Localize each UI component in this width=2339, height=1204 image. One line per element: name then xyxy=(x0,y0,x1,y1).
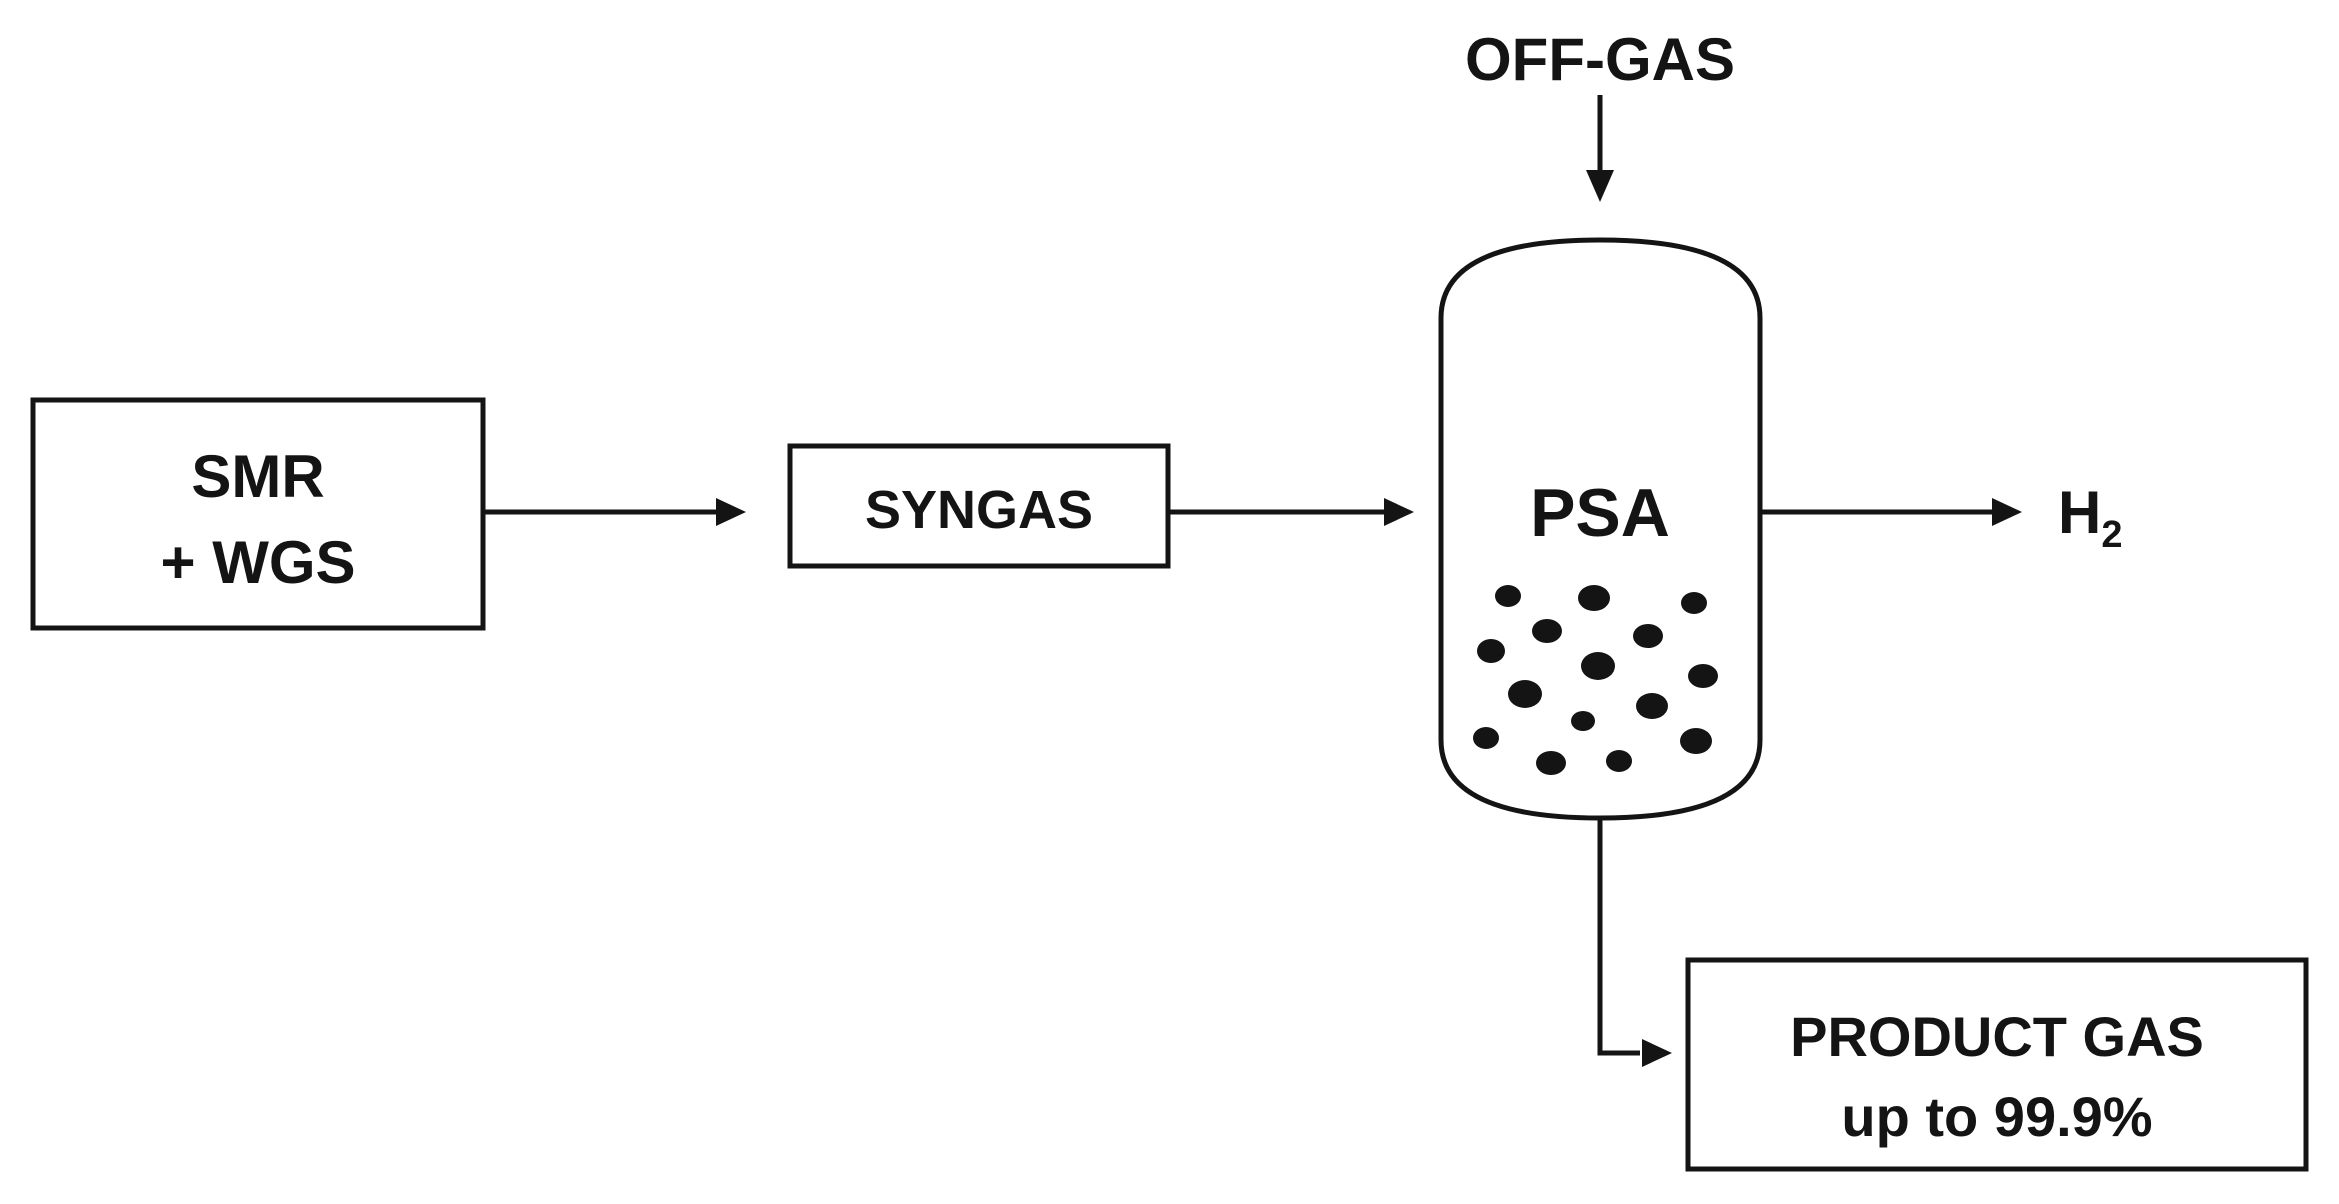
adsorbent-particle xyxy=(1536,751,1566,775)
smr-label: SMR xyxy=(191,443,324,510)
product-purity-label: up to 99.9% xyxy=(1841,1085,2152,1148)
adsorbent-particle xyxy=(1477,639,1505,663)
adsorbent-particle xyxy=(1473,727,1499,749)
adsorbent-particle xyxy=(1532,619,1562,643)
product-gas-stream xyxy=(1597,818,1672,1067)
h2-symbol: H xyxy=(2058,479,2101,546)
smr-wgs-box: SMR + WGS xyxy=(30,397,486,631)
off-gas-arrow-head xyxy=(1586,170,1614,202)
arrow-syngas-to-psa xyxy=(1168,498,1414,526)
syngas-label: SYNGAS xyxy=(865,480,1093,540)
adsorbent-particle xyxy=(1636,693,1668,719)
adsorbent-particle xyxy=(1571,711,1595,731)
adsorbent-particle xyxy=(1581,652,1615,680)
psa-vessel: PSA xyxy=(1438,237,1763,821)
syngas-box: SYNGAS xyxy=(787,443,1171,569)
product-gas-box-outline xyxy=(1685,957,2309,1172)
adsorbent-particle xyxy=(1508,680,1542,708)
product-gas-box: PRODUCT GAS up to 99.9% xyxy=(1685,957,2309,1172)
h2-label: H2 xyxy=(2058,479,2122,556)
adsorbent-particle xyxy=(1680,728,1712,754)
h2-arrow-head xyxy=(1992,498,2022,526)
off-gas-label: OFF-GAS xyxy=(1465,26,1735,93)
adsorbent-particle xyxy=(1578,585,1610,611)
arrow-smr-to-syngas xyxy=(483,498,746,526)
adsorbent-particle xyxy=(1633,624,1663,648)
adsorbent-particle xyxy=(1495,585,1521,607)
smr-wgs-box-outline xyxy=(30,397,486,631)
adsorbent-particle xyxy=(1681,592,1707,614)
off-gas-stream: OFF-GAS xyxy=(1465,26,1735,202)
product-gas-line xyxy=(1597,818,1640,1056)
product-gas-label: PRODUCT GAS xyxy=(1790,1005,2204,1068)
product-gas-arrow-head xyxy=(1642,1039,1672,1067)
adsorbent-bed xyxy=(1473,585,1718,775)
arrow-smr-to-syngas-head xyxy=(716,498,746,526)
psa-vessel-outline xyxy=(1438,237,1763,821)
arrow-syngas-to-psa-head xyxy=(1384,498,1414,526)
h2-subscript: 2 xyxy=(2101,514,2122,556)
h2-output: H2 xyxy=(1760,479,2122,556)
wgs-label: + WGS xyxy=(160,529,355,596)
syngas-box-outline xyxy=(787,443,1171,569)
psa-label: PSA xyxy=(1530,475,1670,551)
adsorbent-particle xyxy=(1688,664,1718,688)
adsorbent-particle xyxy=(1606,750,1632,772)
